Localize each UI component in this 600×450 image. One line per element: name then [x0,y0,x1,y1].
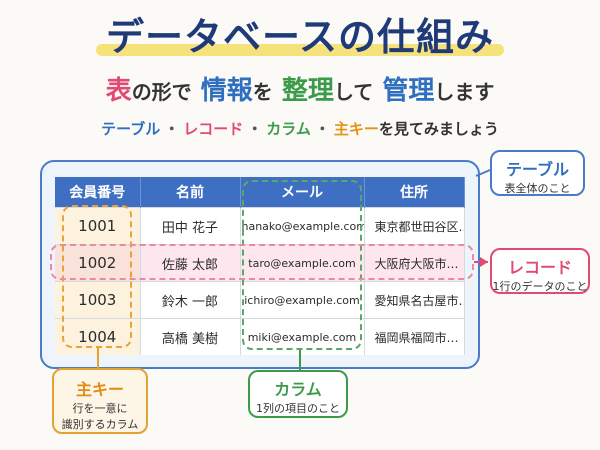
subtitle: 表の形で 情報を 整理して 管理します [0,70,600,107]
cell-name: 佐藤 太郎 [140,244,241,282]
hint-suffix: を見てみましょう [378,120,499,138]
callout-pk-desc-2: 識別するカラム [61,418,139,431]
subtitle-manage: 管理 [382,76,435,106]
subtitle-text-2: を [252,80,273,104]
table-row: 1003 鈴木 一郎 ichiro@example.com 愛知県名古屋市… [55,281,465,319]
primary-key-highlight [62,205,132,348]
callout-record-title: レコード [507,258,572,277]
page-title: データベースの仕組み [105,15,495,59]
hint-pk: 主キー [333,120,379,138]
cell-email: hanako@example.com [240,207,365,245]
cell-email: taro@example.com [240,244,365,282]
callout-primary-key: 主キー 行を一意に 識別するカラム [52,368,148,434]
database-table: 会員番号 名前 メール 住所 1001 田中 花子 hanako@example… [55,177,465,355]
callout-pk-desc-1: 行を一意に [72,402,128,415]
hint-column: カラム [266,120,311,138]
subtitle-organize: 整理 [281,76,334,106]
column-highlight [242,180,362,350]
cell-address: 福岡県福岡市… [364,318,465,355]
table-connector [475,169,491,177]
cell-id: 1003 [55,281,141,319]
record-highlight [50,244,474,280]
callout-record-desc: 1行のデータのこと [492,280,588,293]
subtitle-text-4: します [434,80,495,104]
subtitle-table: 表 [105,76,132,106]
header-address: 住所 [364,177,465,208]
hint-dot: ・ [164,120,180,138]
cell-name: 鈴木 一郎 [140,281,241,319]
table-row: 1004 高橋 美樹 miki@example.com 福岡県福岡市… [55,318,465,355]
callout-table-title: テーブル [505,160,570,179]
callout-column-desc: 1列の項目のこと [256,402,340,415]
hint-dot: ・ [247,120,263,138]
hint-dot: ・ [314,120,330,138]
callout-table-desc: 表全体のこと [504,182,571,195]
cell-name: 高橋 美樹 [140,318,241,355]
header-name: 名前 [140,177,241,208]
subtitle-text-3: して [333,80,374,104]
record-arrow-icon [480,257,488,267]
subtitle-text-1: の形で [131,80,192,104]
header-member-id: 会員番号 [55,177,141,208]
header-email: メール [240,177,365,208]
hint-table: テーブル [101,120,161,138]
callout-column-title: カラム [274,380,322,399]
callout-record: レコード 1行のデータのこと [490,248,590,294]
subtitle-info: 情報 [200,76,253,106]
cell-email: ichiro@example.com [240,281,365,319]
title-area: データベースの仕組み [0,6,600,61]
cell-address: 東京都世田谷区… [364,207,465,245]
title-underline [96,44,504,56]
table-row: 1001 田中 花子 hanako@example.com 東京都世田谷区… [55,207,465,245]
hint-line: テーブル・レコード・カラム・主キーを見てみましょう [0,118,600,139]
cell-address: 愛知県名古屋市… [364,281,465,319]
hint-record: レコード [183,120,244,138]
cell-id: 1002 [55,244,141,282]
callout-table: テーブル 表全体のこと [490,150,585,196]
cell-name: 田中 花子 [140,207,241,245]
callout-pk-title: 主キー [75,380,124,399]
table-header-row: 会員番号 名前 メール 住所 [55,177,465,208]
callout-column: カラム 1列の項目のこと [248,370,348,418]
